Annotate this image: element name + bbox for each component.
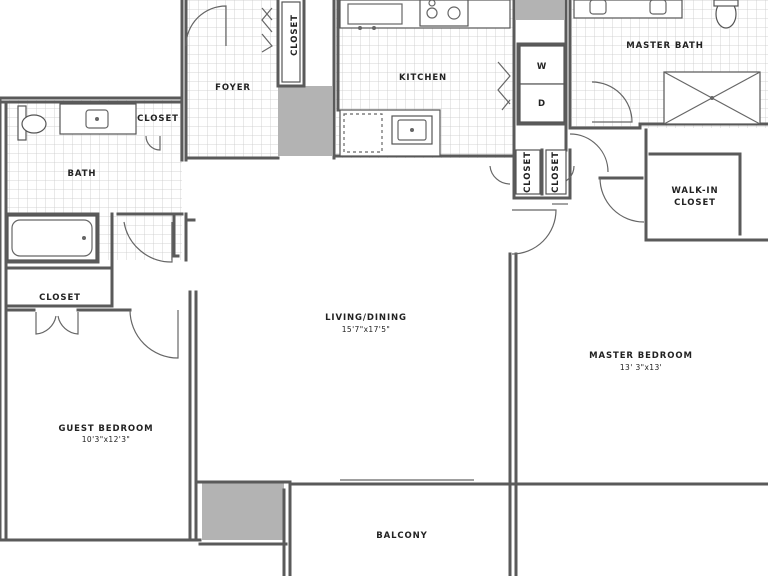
hall-closet-1-label: CLOSET — [523, 151, 533, 193]
bathtub-icon — [7, 215, 97, 261]
door-swing-icon — [145, 135, 161, 151]
washer-unit — [519, 45, 565, 85]
walk-in-closet-label-line2: CLOSET — [674, 198, 716, 208]
toilet-icon — [713, 0, 739, 29]
door-swing-icon — [123, 221, 173, 263]
shower-icon — [663, 71, 761, 125]
stove-icon — [419, 0, 469, 27]
dryer-label: D — [538, 99, 546, 109]
balcony-label: BALCONY — [376, 531, 428, 541]
foyer-floor — [186, 0, 278, 158]
door-swing-icon — [489, 165, 511, 185]
master-bedroom-dimensions: 13' 3"x13' — [620, 363, 662, 372]
master-bath-label: MASTER BATH — [626, 41, 703, 51]
guest-closet-label: CLOSET — [39, 293, 81, 303]
room-labels: FOYER CLOSET KITCHEN W D MASTER BATH CLO… — [39, 14, 719, 541]
door-swing-icon — [599, 177, 645, 223]
living-dining-label: LIVING/DINING — [325, 313, 407, 323]
guest-bedroom-dimensions: 10'3"x12'3" — [82, 435, 131, 444]
door-swing-icon — [129, 309, 179, 359]
guest-bedroom-label: GUEST BEDROOM — [58, 424, 153, 434]
bath-label: BATH — [68, 169, 97, 179]
bath-closet-label: CLOSET — [137, 114, 179, 124]
sink-icon — [391, 115, 433, 145]
foyer-label: FOYER — [215, 83, 251, 93]
door-swing-icon — [261, 7, 273, 53]
kitchen-island-cabinet — [343, 113, 383, 153]
fixtures — [7, 0, 761, 261]
door-swing-icon — [497, 61, 511, 111]
kitchen-top-gray-area — [516, 0, 564, 20]
dryer-unit — [519, 83, 565, 123]
toilet-icon — [17, 105, 47, 141]
sink-icon — [85, 109, 109, 129]
balcony-gray-area — [202, 482, 284, 540]
hall-closet-shelf — [515, 149, 541, 195]
door-swing-icon — [185, 5, 227, 47]
hall-closet-2-label: CLOSET — [551, 151, 561, 193]
washer-label: W — [537, 62, 547, 72]
master-bedroom-label: MASTER BEDROOM — [589, 351, 693, 361]
door-swing-icon — [511, 209, 557, 255]
sink-icon — [347, 3, 403, 30]
door-swing-icon — [569, 133, 609, 173]
sink-icon — [589, 0, 667, 15]
foyer-closet-label: CLOSET — [290, 14, 300, 56]
gray-areas — [202, 0, 564, 540]
foyer-closet-shelf — [281, 1, 301, 83]
living-dining-dimensions: 15'7"x17'5" — [342, 325, 391, 334]
walk-in-closet-label-line1: WALK-IN — [672, 186, 719, 196]
door-swing-icon — [35, 312, 79, 335]
foyer-gray-area — [278, 86, 332, 156]
door-swing-icon — [591, 81, 633, 123]
hall-closet-shelf — [545, 149, 567, 195]
kitchen-label: KITCHEN — [399, 73, 447, 83]
